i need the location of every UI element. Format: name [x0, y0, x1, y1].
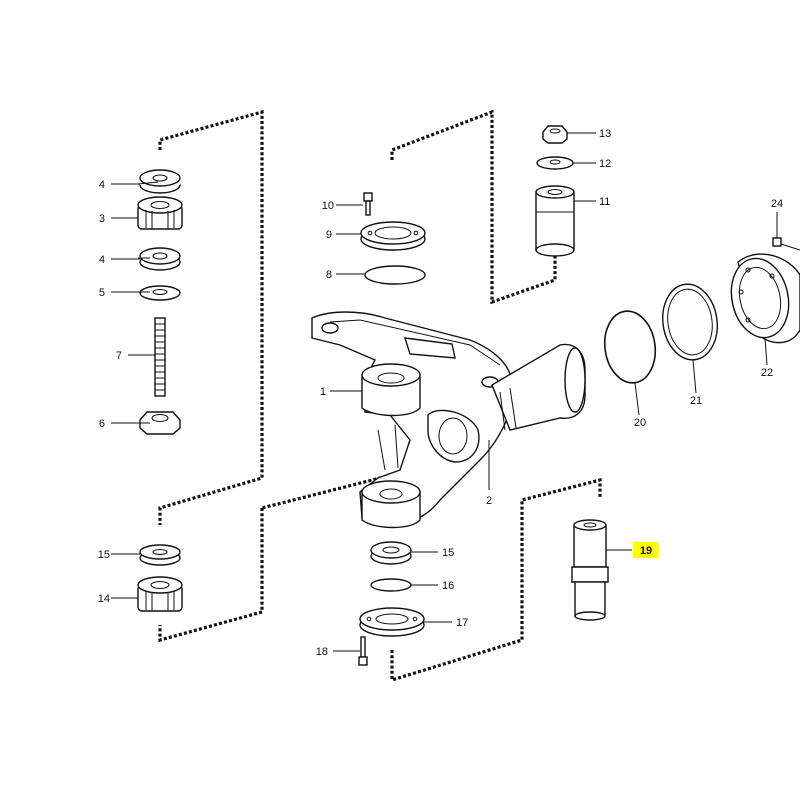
- part-20-o-ring: [603, 310, 657, 384]
- callout-4-top: 4: [99, 179, 105, 191]
- part-24-stud: [772, 237, 800, 251]
- part-14-bearing: [137, 576, 183, 612]
- part-5-shim: [139, 285, 181, 301]
- part-4-washer-top: [139, 169, 181, 194]
- callout-21: 21: [690, 395, 702, 407]
- dashed-assembly-lines: [158, 109, 602, 683]
- part-12-washer: [536, 156, 574, 170]
- callout-5: 5: [99, 287, 105, 299]
- part-18-bolt: [358, 636, 368, 666]
- callout-18: 18: [316, 646, 328, 658]
- callout-labels: 4 3 4 5 7 6 15 14 10 9 8 1 2 13 12 11 20…: [98, 128, 783, 658]
- part-1-steering-knuckle: [311, 311, 516, 529]
- callout-16: 16: [442, 580, 454, 592]
- callout-15-center: 15: [442, 547, 454, 559]
- part-3-bearing: [137, 196, 183, 230]
- part-4-washer-mid: [139, 247, 181, 271]
- callout-20: 20: [634, 417, 646, 429]
- part-19-king-pin: [571, 519, 609, 621]
- callout-4-mid: 4: [99, 254, 105, 266]
- callout-8: 8: [326, 269, 332, 281]
- callout-24: 24: [771, 198, 783, 210]
- part-2-spindle: [491, 343, 586, 431]
- leader-lines: [111, 132, 778, 652]
- highlight-callout-19: [633, 542, 659, 558]
- callout-17: 17: [456, 617, 468, 629]
- part-9-flange-plate: [360, 221, 426, 251]
- callout-19-highlighted: 19: [640, 545, 652, 557]
- callout-1: 1: [320, 386, 326, 398]
- callout-12: 12: [599, 158, 611, 170]
- part-15-washer-left: [139, 544, 181, 566]
- part-7-stud: [154, 317, 166, 397]
- part-6-nut: [139, 411, 181, 435]
- callout-13: 13: [599, 128, 611, 140]
- callout-22: 22: [761, 367, 773, 379]
- callout-3: 3: [99, 213, 105, 225]
- part-13-nut: [542, 125, 568, 144]
- part-8-o-ring: [364, 265, 426, 285]
- callout-11: 11: [599, 196, 610, 208]
- part-10-bolt: [363, 192, 373, 216]
- callout-2: 2: [486, 495, 492, 507]
- part-15-bushing-center: [370, 541, 412, 565]
- part-17-flange-plate: [359, 607, 425, 637]
- part-22-hub-flange: [730, 253, 800, 344]
- callout-7: 7: [116, 350, 122, 362]
- part-21-seal-ring: [662, 283, 718, 361]
- callout-10: 10: [322, 200, 334, 212]
- callout-6: 6: [99, 418, 105, 430]
- part-16-o-ring: [370, 578, 412, 592]
- callout-15-left: 15: [98, 549, 110, 561]
- part-11-bushing: [535, 185, 575, 257]
- callout-9: 9: [326, 229, 332, 241]
- callout-14: 14: [98, 593, 110, 605]
